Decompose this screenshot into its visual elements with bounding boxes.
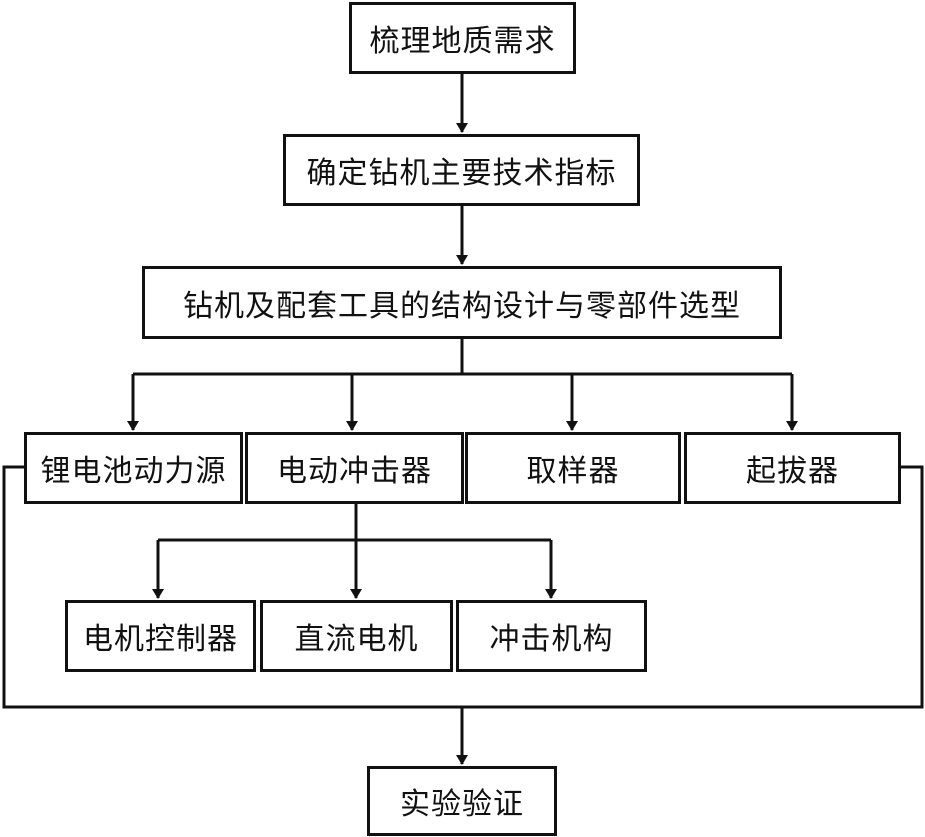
sub-motor-controller-box: 电机控制器 <box>65 600 256 672</box>
step-design-box: 钻机及配套工具的结构设计与零部件选型 <box>142 266 782 339</box>
component-sampler-box: 取样器 <box>465 432 681 504</box>
sub-dc-motor-box: 直流电机 <box>260 600 453 672</box>
step-requirements-box: 梳理地质需求 <box>349 2 576 74</box>
loop-right <box>462 465 924 709</box>
sub-impact-mechanism-box: 冲击机构 <box>456 600 647 672</box>
component-lithium-battery-box: 锂电池动力源 <box>24 432 243 504</box>
component-extractor-box: 起拔器 <box>684 432 901 504</box>
step-verification-box: 实验验证 <box>367 766 557 836</box>
step-specs-box: 确定钻机主要技术指标 <box>283 134 640 206</box>
loop-left <box>2 465 462 709</box>
component-electric-impactor-box: 电动冲击器 <box>245 432 464 504</box>
